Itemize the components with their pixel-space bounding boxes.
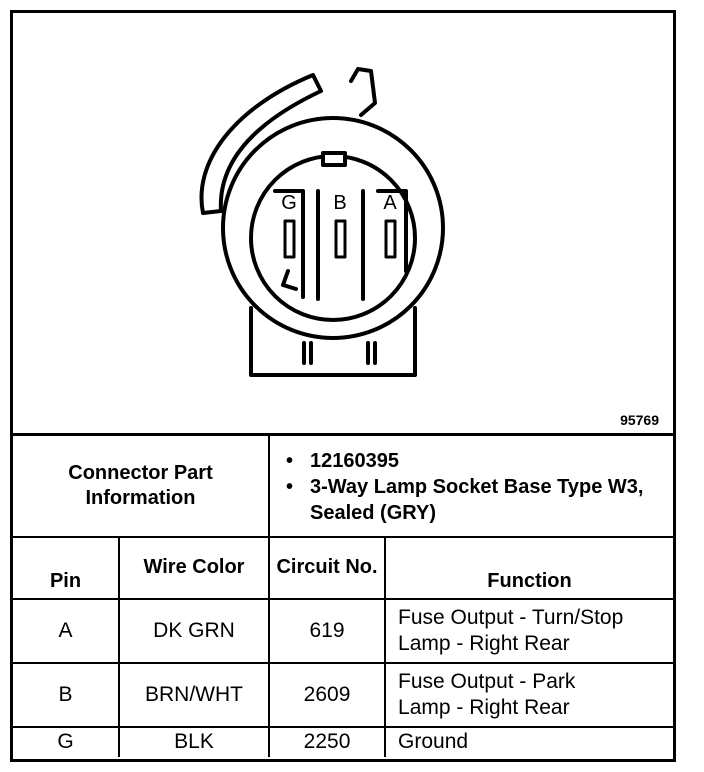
socket-base-body xyxy=(249,306,417,377)
socket-inner-cavity xyxy=(249,154,417,322)
pin-cell: B xyxy=(13,661,120,728)
pin-cell: A xyxy=(13,597,120,664)
wire-color-cell: DK GRN xyxy=(117,597,271,664)
terminal-wall-b xyxy=(316,189,365,301)
key-notch xyxy=(321,151,347,167)
latch-arm xyxy=(199,73,323,215)
wire-color-cell: BRN/WHT xyxy=(117,661,271,728)
wire-color-cell: BLK xyxy=(117,725,271,757)
circuit-header: Circuit No. xyxy=(268,535,387,600)
function-line: Lamp - Right Rear xyxy=(398,695,570,719)
pin-slot-b xyxy=(334,219,347,259)
latch-hook xyxy=(349,67,377,117)
function-line: Lamp - Right Rear xyxy=(398,631,570,655)
cavity-bump xyxy=(281,269,298,291)
circuit-cell: 2609 xyxy=(268,661,387,728)
header-row: Pin Wire Color Circuit No. Function xyxy=(13,535,674,600)
wire-color-header: Wire Color xyxy=(117,535,271,600)
diagram-frame: G B A 95769 Connector Part Information 1… xyxy=(10,10,676,762)
pin-header: Pin xyxy=(13,535,120,600)
table-row: A DK GRN 619 Fuse Output - Turn/Stop Lam… xyxy=(13,597,674,664)
terminal-wall-g xyxy=(273,189,305,299)
pin-letter-b: B xyxy=(333,192,346,214)
part-number: 12160395 xyxy=(286,448,673,474)
terminal-wall-a xyxy=(376,189,408,273)
part-description: 3-Way Lamp Socket Base Type W3, Sealed (… xyxy=(286,474,673,526)
function-header: Function xyxy=(384,535,674,600)
function-cell: Fuse Output - Park Lamp - Right Rear xyxy=(384,661,674,728)
pin-letter-a: A xyxy=(383,192,397,214)
part-info-label: Connector Part Information xyxy=(13,433,271,538)
circuit-cell: 619 xyxy=(268,597,387,664)
table-row: B BRN/WHT 2609 Fuse Output - Park Lamp -… xyxy=(13,661,674,728)
pin-letter-g: G xyxy=(281,192,297,214)
circuit-cell: 2250 xyxy=(268,725,387,757)
function-line: Ground xyxy=(398,730,469,753)
pin-cell: G xyxy=(13,725,120,757)
part-info-list: 12160395 3-Way Lamp Socket Base Type W3,… xyxy=(268,433,674,538)
function-cell: Ground xyxy=(384,725,674,757)
table-row: G BLK 2250 Ground xyxy=(13,725,674,757)
pin-slot-g xyxy=(283,219,296,259)
connector-table: Connector Part Information 12160395 3-Wa… xyxy=(13,433,674,757)
function-line: Fuse Output - Park xyxy=(398,669,576,693)
connector-drawing: G B A xyxy=(199,67,445,377)
function-cell: Fuse Output - Turn/Stop Lamp - Right Rea… xyxy=(384,597,674,664)
part-info-row: Connector Part Information 12160395 3-Wa… xyxy=(13,433,674,538)
pin-slot-a xyxy=(384,219,397,259)
function-line: Fuse Output - Turn/Stop xyxy=(398,605,624,629)
figure-number: 95769 xyxy=(620,412,659,428)
